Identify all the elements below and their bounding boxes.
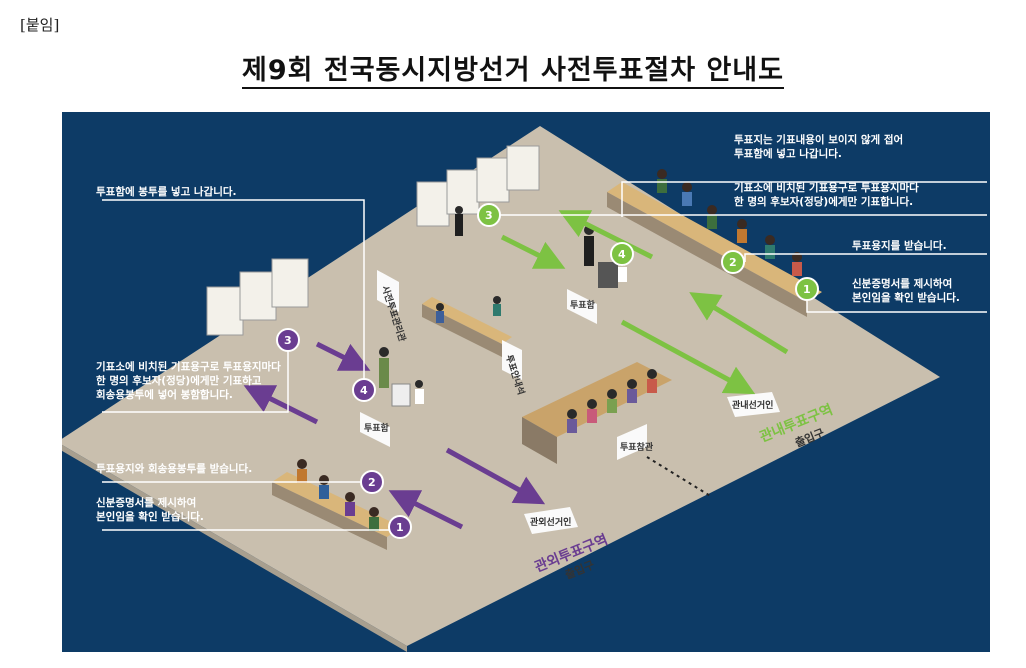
in-step-3-text-2: 한 명의 후보자(정당)에게만 기표합니다.	[734, 195, 913, 208]
in-step-4-text-1: 투표지는 기표내용이 보이지 않게 접어	[734, 133, 903, 146]
page-title-text: 제9회 전국동시지방선거 사전투표절차 안내도	[242, 55, 784, 89]
out-ballot-box	[379, 347, 424, 407]
out-step-1-text-1: 신분증명서를 제시하여	[96, 496, 196, 509]
leader-lines	[102, 181, 987, 531]
in-staff-group	[657, 169, 802, 276]
in-entry-sign-text: 관내선거인	[732, 399, 773, 411]
page-title: 제9회 전국동시지방선거 사전투표절차 안내도	[0, 48, 1026, 89]
out-step-2-text-1: 투표용지와 회송용봉투를 받습니다.	[96, 462, 252, 475]
out-check-table-side	[272, 482, 387, 550]
in-step-2-text-1: 투표용지를 받습니다.	[852, 239, 947, 252]
out-step-2-num: 2	[368, 476, 376, 489]
in-step-1-text-1: 신분증명서를 제시하여	[852, 277, 952, 290]
out-entry-sign	[524, 507, 578, 534]
out-step-1-marker	[388, 515, 412, 539]
out-step-4-num: 4	[360, 384, 368, 397]
out-step-3-text-2: 한 명의 후보자(정당)에게만 기표하고	[96, 374, 262, 387]
in-check-table	[607, 182, 822, 302]
in-step-2-num: 2	[729, 256, 737, 269]
manager-sign	[377, 270, 399, 312]
out-step-3-text-3: 회송용봉투에 넣어 봉함합니다.	[96, 388, 233, 401]
observer-sign-text: 투표참관	[620, 441, 654, 453]
out-step-2-marker	[360, 470, 384, 494]
in-step-4-text-2: 투표함에 넣고 나갑니다.	[734, 147, 842, 160]
clerk-sign	[502, 340, 522, 380]
in-step-4-marker	[610, 242, 634, 266]
diagram-canvas: 투표함 사전투표관리관 투표안내석 투표참관 투표함	[62, 126, 987, 652]
in-ballot-sign	[567, 289, 597, 324]
in-step-2-marker	[721, 250, 745, 274]
manager-table	[422, 297, 512, 344]
out-step-1-text-2: 본인임을 확인 받습니다.	[96, 510, 204, 523]
out-step-1-num: 1	[396, 521, 404, 534]
attachment-tag: [붙임]	[20, 16, 60, 34]
out-step-4-text-1: 투표함에 봉투를 넣고 나갑니다.	[96, 185, 237, 198]
in-step-4-num: 4	[618, 248, 626, 261]
in-step-3-marker	[477, 203, 501, 227]
out-ballot-sign-text: 투표함	[364, 422, 390, 434]
in-step-3-text-1: 기표소에 비치된 기표용구로 투표용지마다	[734, 181, 919, 194]
out-entry-sign-text: 관외선거인	[530, 516, 571, 528]
out-step-3-marker	[276, 328, 300, 352]
in-check-table-side	[607, 192, 807, 317]
manager-staff	[436, 296, 501, 323]
out-step-3-num: 3	[284, 334, 292, 347]
out-booths	[206, 258, 309, 336]
out-step-3-text-1: 기표소에 비치된 기표용구로 투표용지마다	[96, 360, 281, 373]
out-flow-arrows	[243, 341, 546, 530]
observer-people	[567, 369, 657, 433]
in-booths	[416, 145, 540, 236]
in-ballot-sign-text: 투표함	[570, 299, 596, 311]
observer-table-side	[522, 417, 557, 464]
out-staff-group	[297, 459, 379, 531]
in-step-1-text-2: 본인임을 확인 받습니다.	[852, 291, 960, 304]
in-step-1-marker	[795, 277, 819, 301]
observer-sign	[617, 424, 647, 460]
out-step-4-marker	[352, 378, 376, 402]
floor-edge	[62, 444, 407, 652]
in-step-1-num: 1	[803, 283, 811, 296]
procedure-diagram: 투표함 사전투표관리관 투표안내석 투표참관 투표함	[62, 112, 990, 652]
in-entry-sign	[727, 392, 780, 417]
in-flow-arrows	[500, 210, 789, 395]
in-step-3-num: 3	[485, 209, 493, 222]
out-ballot-sign	[360, 412, 390, 447]
in-step-markers: 1 2 3 4	[477, 203, 819, 301]
zone-divider	[646, 456, 713, 498]
out-step-markers: 1 2 3 4	[276, 328, 412, 539]
